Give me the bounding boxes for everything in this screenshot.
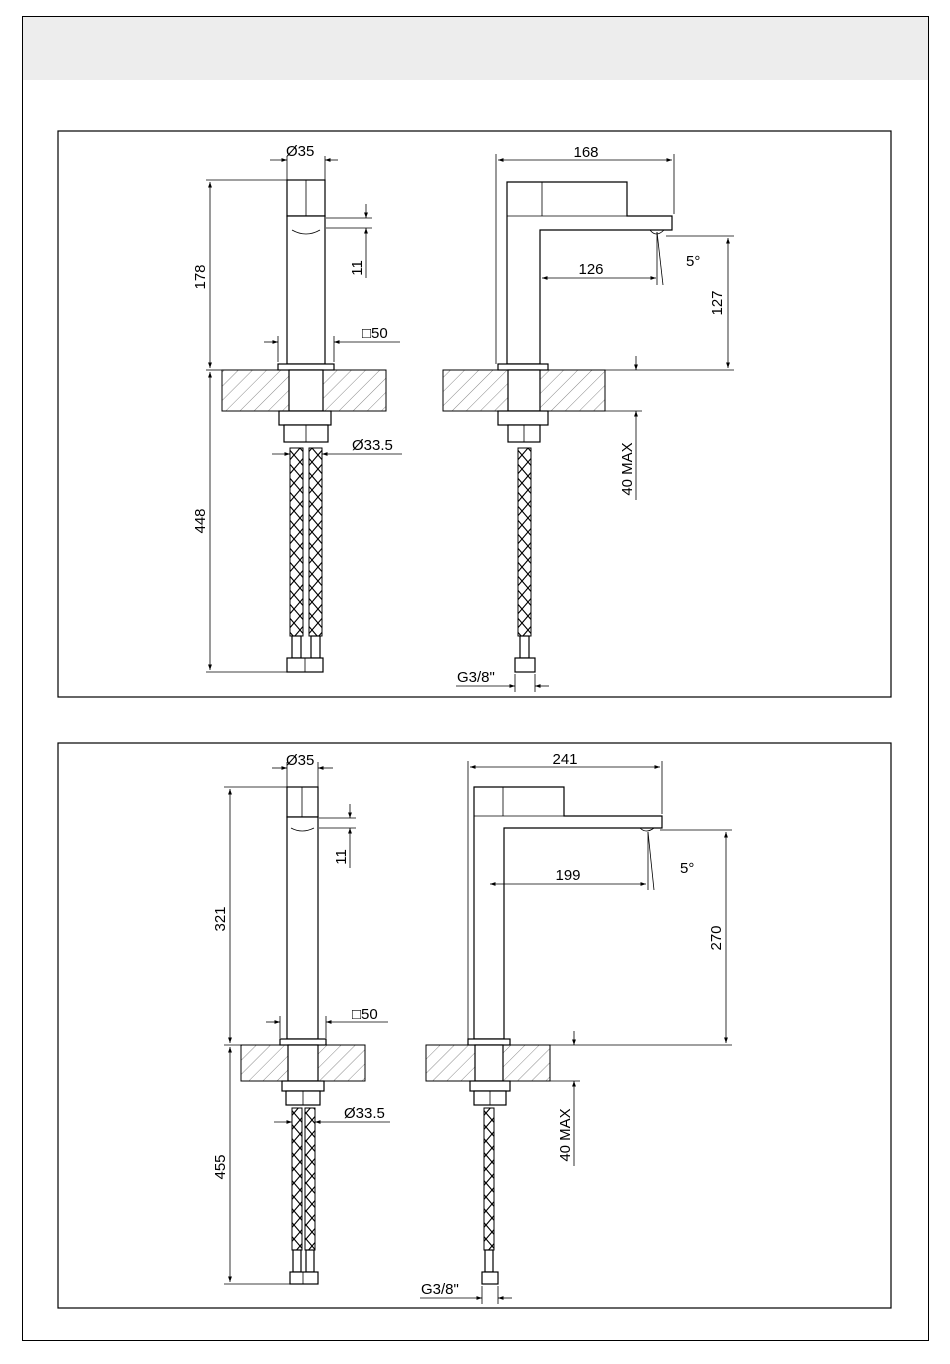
hose-right: [309, 448, 322, 636]
hose-label: 455: [212, 1154, 229, 1179]
side-view-bottom: 241 199 5° 270 40 MAX G3/8": [420, 751, 732, 1304]
shank-label: Ø33.5: [344, 1105, 385, 1122]
reach-label: 199: [555, 867, 580, 884]
side-view-top: 168 126 5° 127 40 MAX G3/8": [443, 144, 734, 692]
hose: [518, 448, 531, 636]
hose: [484, 1108, 494, 1250]
base-plate: [278, 364, 334, 370]
angle-label: 5°: [686, 253, 700, 270]
hose-right: [305, 1108, 315, 1250]
width-label: Ø35: [286, 752, 314, 769]
hose-left: [290, 448, 303, 636]
front-view-top: Ø35 178 11 □50 Ø33.5 448: [192, 143, 402, 672]
reach-total-label: 168: [573, 144, 598, 161]
spout-height-label: 270: [708, 925, 725, 950]
fixing-nut: [279, 411, 331, 425]
square-label: □50: [352, 1006, 378, 1023]
reach-total-label: 241: [552, 751, 577, 768]
panel-top-frame: [58, 131, 891, 697]
spout-height-label: 127: [709, 290, 726, 315]
hose-left: [292, 1108, 302, 1250]
width-label: Ø35: [286, 143, 314, 160]
thread-label: G3/8": [421, 1281, 459, 1298]
height-label: 178: [192, 264, 209, 289]
faucet-body: [287, 216, 325, 364]
deck-label: 40 MAX: [557, 1108, 574, 1161]
deck-label: 40 MAX: [619, 442, 636, 495]
front-view-bottom: Ø35 321 11 □50 Ø33.5 455: [212, 752, 390, 1284]
aerator-label: 11: [349, 260, 366, 276]
shank-label: Ø33.5: [352, 437, 393, 454]
thread-label: G3/8": [457, 669, 495, 686]
angle-label: 5°: [680, 860, 694, 877]
aerator-label: 11: [333, 849, 350, 865]
reach-label: 126: [578, 261, 603, 278]
faucet-body: [474, 787, 662, 1039]
faucet-body: [287, 817, 318, 1039]
hose-label: 448: [192, 508, 209, 533]
square-label: □50: [362, 325, 388, 342]
height-label: 321: [212, 906, 229, 931]
panel-top: Ø35 178 11 □50 Ø33.5 448: [58, 131, 891, 697]
panel-bottom: Ø35 321 11 □50 Ø33.5 455: [58, 743, 891, 1308]
